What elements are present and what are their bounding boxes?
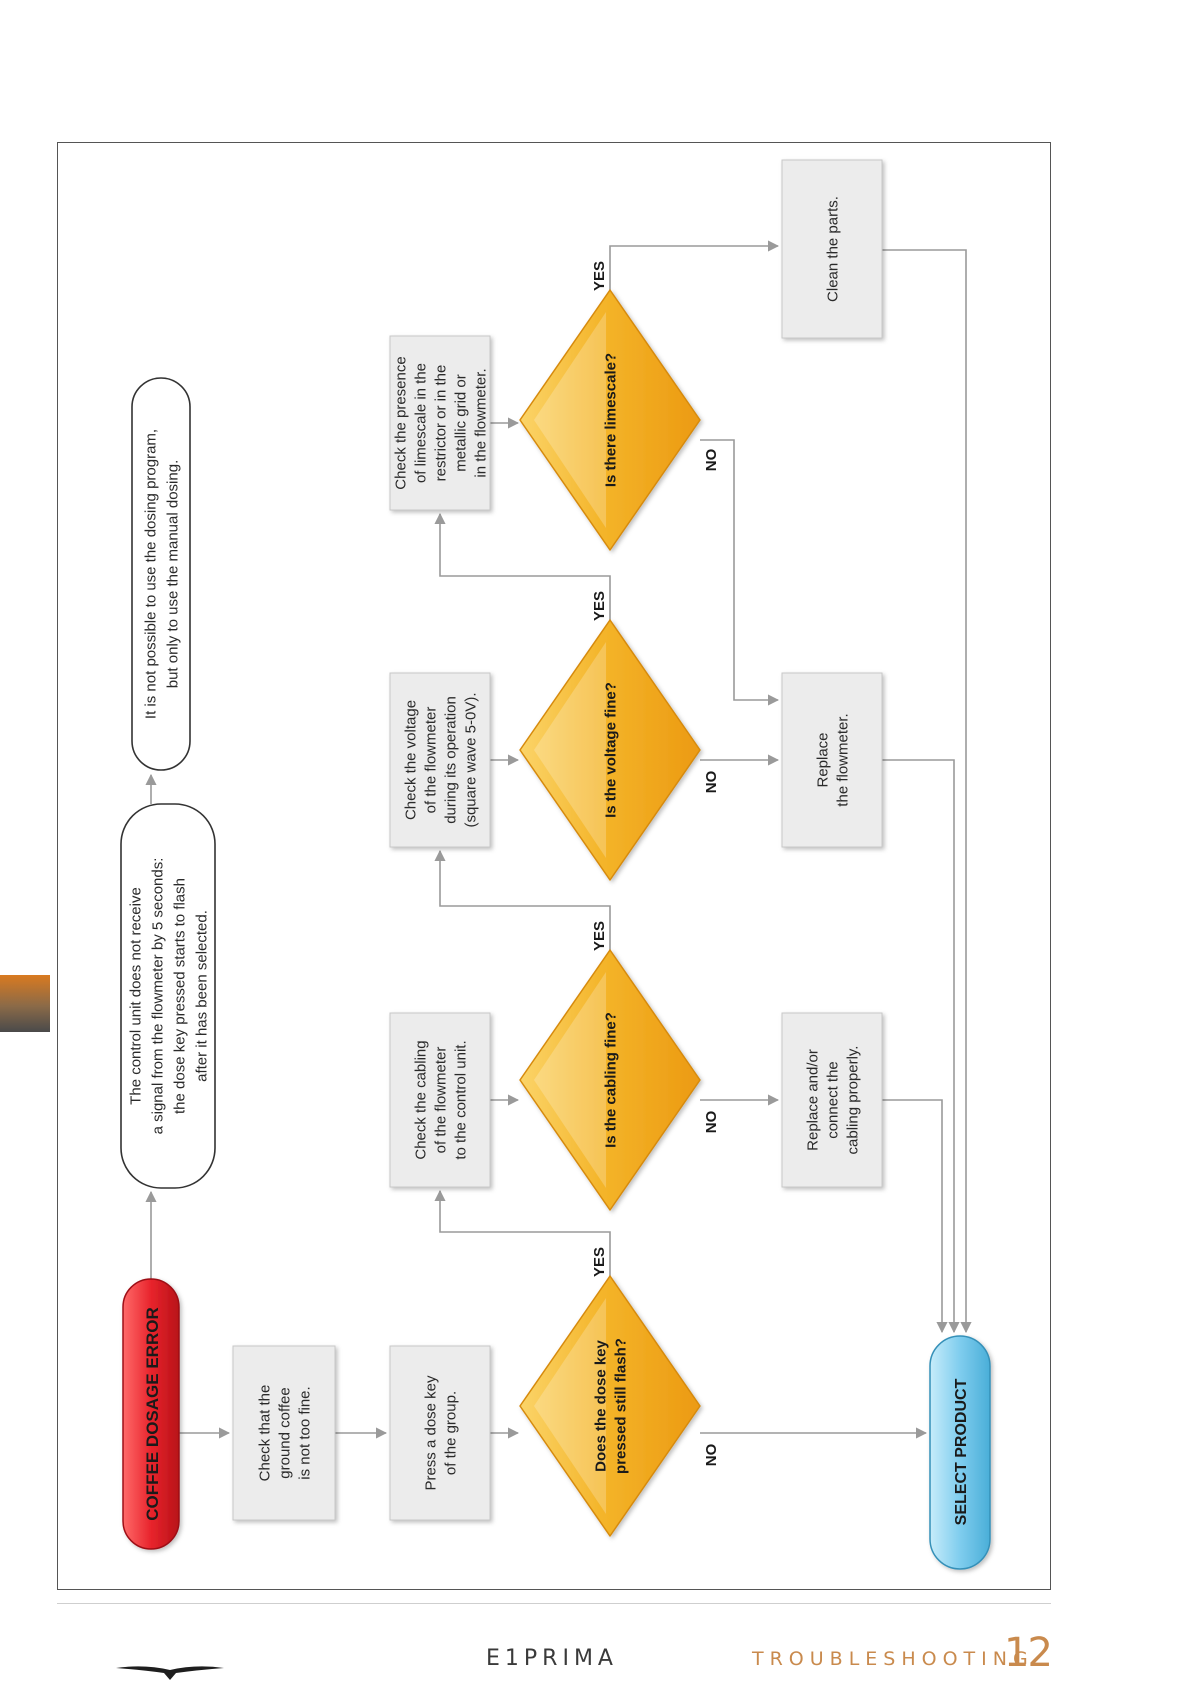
section-side-tab (0, 975, 50, 1032)
process-text-check-limescale-line: in the flowmeter. (472, 368, 489, 477)
note-signal (120, 803, 216, 1189)
process-text-check-limescale-line: restrictor or in the (432, 365, 449, 482)
decision-limescale: Is there limescale? (519, 289, 701, 551)
note-signal-text: The control unit does not receive a signa… (127, 858, 210, 1135)
start-label: COFFEE DOSAGE ERROR (143, 1307, 162, 1520)
diagram-frame (57, 142, 1051, 1590)
process-text-check-voltage-line: during its operation (442, 696, 459, 824)
note-manual-text-line: but only to use the manual dosing. (164, 460, 181, 689)
footer-section-title: TROUBLESHOOTING (752, 1648, 1034, 1670)
decision-text-cabling-line: Is the cabling fine? (602, 1012, 619, 1148)
process-text-check-limescale-line: Check the presence (392, 356, 409, 489)
process-text-check-ground-line: is not too fine. (296, 1386, 313, 1479)
connector-arrow (434, 512, 611, 620)
connector-arrow (434, 1189, 611, 1276)
decision-text-voltage-line: Is the voltage fine? (602, 682, 619, 818)
no-label: NO (703, 1110, 720, 1133)
decision-text-limescale: Is there limescale? (602, 353, 619, 487)
note-manual-text: It is not possible to use the dosing pro… (142, 429, 181, 719)
wing-logo-icon (116, 1666, 224, 1680)
process-text-check-cabling-line: to the control unit. (452, 1040, 469, 1159)
yes-label: YES (591, 261, 608, 291)
process-text-replace-flowmeter-line: the flowmeter. (834, 713, 851, 806)
process-text-replace-flowmeter-line: Replace (814, 732, 831, 787)
process-text-replace-cabling-line: connect the (824, 1061, 841, 1139)
decision-text-dose-flash-line: Does the dose key (592, 1339, 609, 1471)
end-terminal: SELECT PRODUCT (929, 1335, 991, 1570)
process-text-check-limescale-line: metallic grid or (452, 374, 469, 472)
footer-brand: E1PRIMA (486, 1646, 618, 1671)
no-label: NO (703, 448, 720, 471)
process-text-check-ground-line: ground coffee (276, 1387, 293, 1478)
note-manual-text-line: It is not possible to use the dosing pro… (142, 429, 159, 719)
note-manual (131, 377, 191, 771)
process-text-check-cabling-line: of the flowmeter (432, 1047, 449, 1154)
connector-arrow (609, 240, 780, 290)
process-text-clean-parts: Clean the parts. (824, 196, 841, 302)
process-text-clean-parts-line: Clean the parts. (824, 196, 841, 302)
process-text-press-key-line: of the group. (442, 1391, 459, 1475)
process-text-check-voltage-line: of the flowmeter (422, 707, 439, 814)
yes-label: YES (591, 591, 608, 621)
process-text-check-voltage-line: (square wave 5-0V). (462, 692, 479, 827)
no-label: NO (703, 1443, 720, 1466)
process-text-check-voltage-line: Check the voltage (402, 700, 419, 820)
connector-arrow (882, 1099, 948, 1334)
note-signal-text-line: the dose key pressed starts to flash (171, 878, 188, 1114)
process-box-clean-parts: Clean the parts. (781, 159, 883, 339)
yes-label: YES (591, 921, 608, 951)
footer-divider (57, 1603, 1051, 1604)
note-signal-text-line: The control unit does not receive (127, 887, 144, 1105)
process-text-replace-cabling-line: Replace and/or (804, 1049, 821, 1151)
page-number: 12 (1004, 1630, 1053, 1676)
note-signal-text-line: after it has been selected. (193, 910, 210, 1082)
end-label: SELECT PRODUCT (953, 1378, 970, 1525)
decision-voltage: Is the voltage fine? (519, 619, 701, 881)
no-label: NO (703, 770, 720, 793)
yes-label: YES (591, 1247, 608, 1277)
decision-text-dose-flash-line: pressed still flash? (612, 1338, 629, 1474)
process-text-check-limescale-line: of limescale in the (412, 363, 429, 483)
decision-text-cabling: Is the cabling fine? (602, 1012, 619, 1148)
process-text-press-key-line: Press a dose key (422, 1375, 439, 1491)
process-text-check-cabling-line: Check the cabling (412, 1040, 429, 1159)
connector-arrow (700, 439, 780, 706)
process-text-check-ground-line: Check that the (256, 1385, 273, 1482)
note-signal-text-line: a signal from the flowmeter by 5 seconds… (149, 858, 166, 1135)
process-text-replace-cabling-line: cabling properly. (844, 1046, 861, 1155)
connector-arrow (882, 759, 960, 1334)
connector-arrow (434, 849, 611, 950)
decision-text-limescale-line: Is there limescale? (602, 353, 619, 487)
decision-text-voltage: Is the voltage fine? (602, 682, 619, 818)
start-terminal: COFFEE DOSAGE ERROR (122, 1278, 180, 1550)
connector-arrow (882, 249, 972, 1334)
decision-cabling: Is the cabling fine? (519, 949, 701, 1211)
